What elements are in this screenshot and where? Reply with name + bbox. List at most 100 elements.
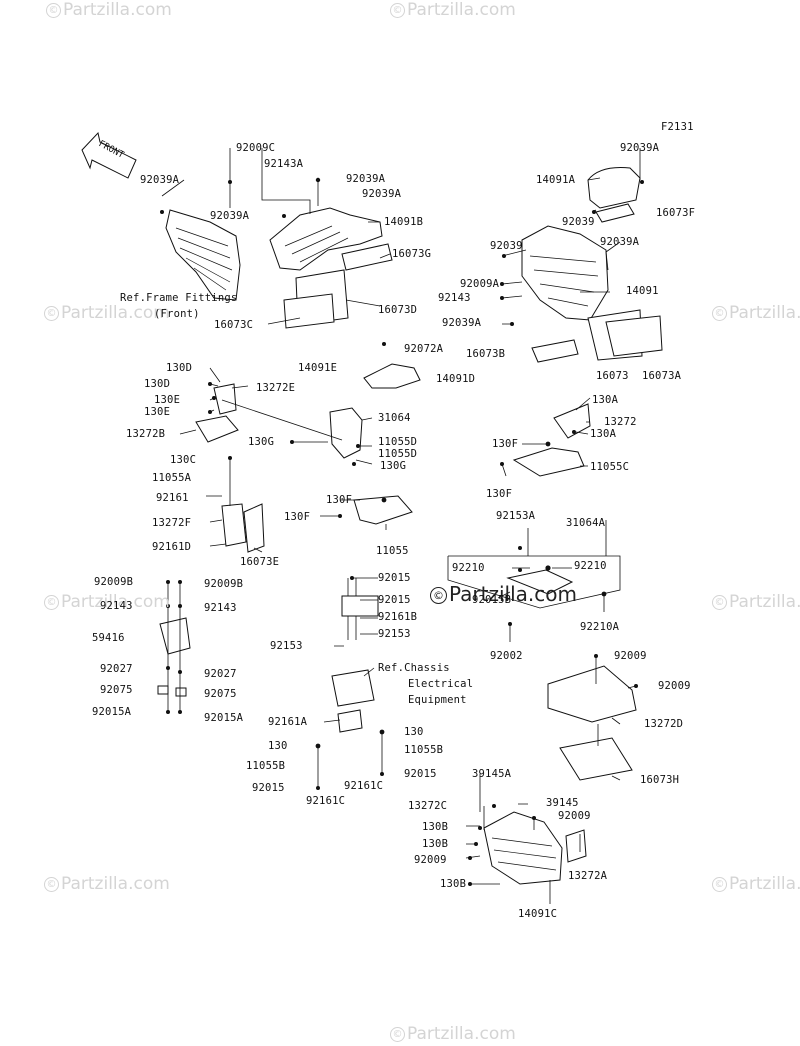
part-callout[interactable]: 16073A [642,370,682,382]
front-left-panel [165,209,241,301]
part-callout[interactable]: 130E [144,406,171,418]
part-callout[interactable]: 92161C [344,780,384,792]
part-callout[interactable]: 16073H [640,774,680,786]
part-callout[interactable]: 92015 [378,572,411,584]
part-callout[interactable]: 92210A [580,621,620,633]
part-callout[interactable]: 92027 [204,668,237,680]
part-callout[interactable]: 92009 [658,680,691,692]
part-callout[interactable]: 130F [326,494,353,506]
part-callout[interactable]: 14091C [518,908,558,920]
part-callout[interactable]: 92015 [378,594,411,606]
part-callout[interactable]: 92161D [152,541,192,553]
part-callout[interactable]: 130F [284,511,311,523]
part-callout[interactable]: 130B [440,878,467,890]
part-callout[interactable]: 16073F [656,207,696,219]
part-callout[interactable]: 92009 [558,810,591,822]
part-callout[interactable]: 11055D [378,448,418,460]
part-callout[interactable]: 92015A [92,706,132,718]
part-callout[interactable]: 92075 [204,688,237,700]
part-callout[interactable]: 39145 [546,797,579,809]
part-callout[interactable]: 11055A [152,472,192,484]
part-callout[interactable]: 14091E [298,362,338,374]
part-callout[interactable]: 92161A [268,716,308,728]
part-callout[interactable]: 130A [592,394,619,406]
part-callout[interactable]: 11055D [378,436,418,448]
part-callout[interactable]: 130B [422,838,449,850]
part-callout[interactable]: 92039A [620,142,660,154]
part-callout[interactable]: 92009 [414,854,447,866]
part-callout[interactable]: 130 [404,726,424,738]
part-callout[interactable]: 92039A [442,317,482,329]
part-callout[interactable]: 31064 [378,412,411,424]
part-callout[interactable]: 92039A [346,173,386,185]
battery [331,669,375,733]
part-callout[interactable]: 92153A [496,510,536,522]
part-callout[interactable]: 11055C [590,461,630,473]
part-callout[interactable]: 92015 [404,768,437,780]
part-callout[interactable]: 13272D [644,718,684,730]
part-callout[interactable]: 92009B [94,576,134,588]
part-callout[interactable]: 92153 [378,628,411,640]
part-callout[interactable]: 92161C [306,795,346,807]
part-callout[interactable]: 92009 [614,650,647,662]
part-callout[interactable]: 92039 [562,216,595,228]
part-callout[interactable]: 92015B [472,594,512,606]
part-callout[interactable]: 130G [248,436,275,448]
part-callout[interactable]: 92143 [100,600,133,612]
part-callout[interactable]: 130F [492,438,519,450]
part-callout[interactable]: 92015A [204,712,244,724]
part-callout[interactable]: 92210 [574,560,607,572]
part-callout[interactable]: 92009A [460,278,500,290]
part-callout[interactable]: 130G [380,460,407,472]
part-callout[interactable]: 11055B [404,744,444,756]
part-callout[interactable]: 92015 [252,782,285,794]
part-callout[interactable]: 39145A [472,768,512,780]
part-callout[interactable]: 92039 [490,240,523,252]
part-callout[interactable]: 14091 [626,285,659,297]
part-callout[interactable]: 92039A [210,210,250,222]
part-callout[interactable]: 16073B [466,348,506,360]
part-callout[interactable]: 59416 [92,632,125,644]
part-callout[interactable]: 16073 [596,370,629,382]
part-callout[interactable]: 92039A [362,188,402,200]
part-callout[interactable]: 11055 [376,545,409,557]
part-callout[interactable]: 130D [144,378,171,390]
part-callout[interactable]: 130F [486,488,513,500]
part-callout[interactable]: 92072A [404,343,444,355]
part-callout[interactable]: 92039A [140,174,180,186]
part-callout[interactable]: 92143 [438,292,471,304]
part-callout[interactable]: 13272A [568,870,608,882]
part-callout[interactable]: 13272F [152,517,192,529]
part-callout[interactable]: 92009B [204,578,244,590]
part-callout[interactable]: 16073E [240,556,280,568]
part-callout[interactable]: 92027 [100,663,133,675]
part-callout[interactable]: 14091B [384,216,424,228]
part-callout[interactable]: 130A [590,428,617,440]
part-callout[interactable]: 13272E [256,382,296,394]
part-callout[interactable]: 130D [166,362,193,374]
part-callout[interactable]: 92143A [264,158,304,170]
part-callout[interactable]: 92002 [490,650,523,662]
part-callout[interactable]: 92039A [600,236,640,248]
part-callout[interactable]: 92075 [100,684,133,696]
part-callout[interactable]: 16073G [392,248,432,260]
part-callout[interactable]: 92161 [156,492,189,504]
part-callout[interactable]: 92161B [378,611,418,623]
part-callout[interactable]: 14091A [536,174,576,186]
part-callout[interactable]: 92143 [204,602,237,614]
part-callout[interactable]: 16073D [378,304,418,316]
part-callout[interactable]: 13272 [604,416,637,428]
part-callout[interactable]: 130 [268,740,288,752]
part-callout[interactable]: 13272C [408,800,448,812]
part-callout[interactable]: 130B [422,821,449,833]
part-callout[interactable]: 16073C [214,319,254,331]
part-callout[interactable]: 92009C [236,142,276,154]
part-callout[interactable]: 92153 [270,640,303,652]
part-callout[interactable]: 130C [170,454,197,466]
part-callout[interactable]: 13272B [126,428,166,440]
part-callout[interactable]: 130E [154,394,181,406]
part-callout[interactable]: 14091D [436,373,476,385]
part-callout[interactable]: 11055B [246,760,286,772]
part-callout[interactable]: 92210 [452,562,485,574]
part-callout[interactable]: 31064A [566,517,606,529]
